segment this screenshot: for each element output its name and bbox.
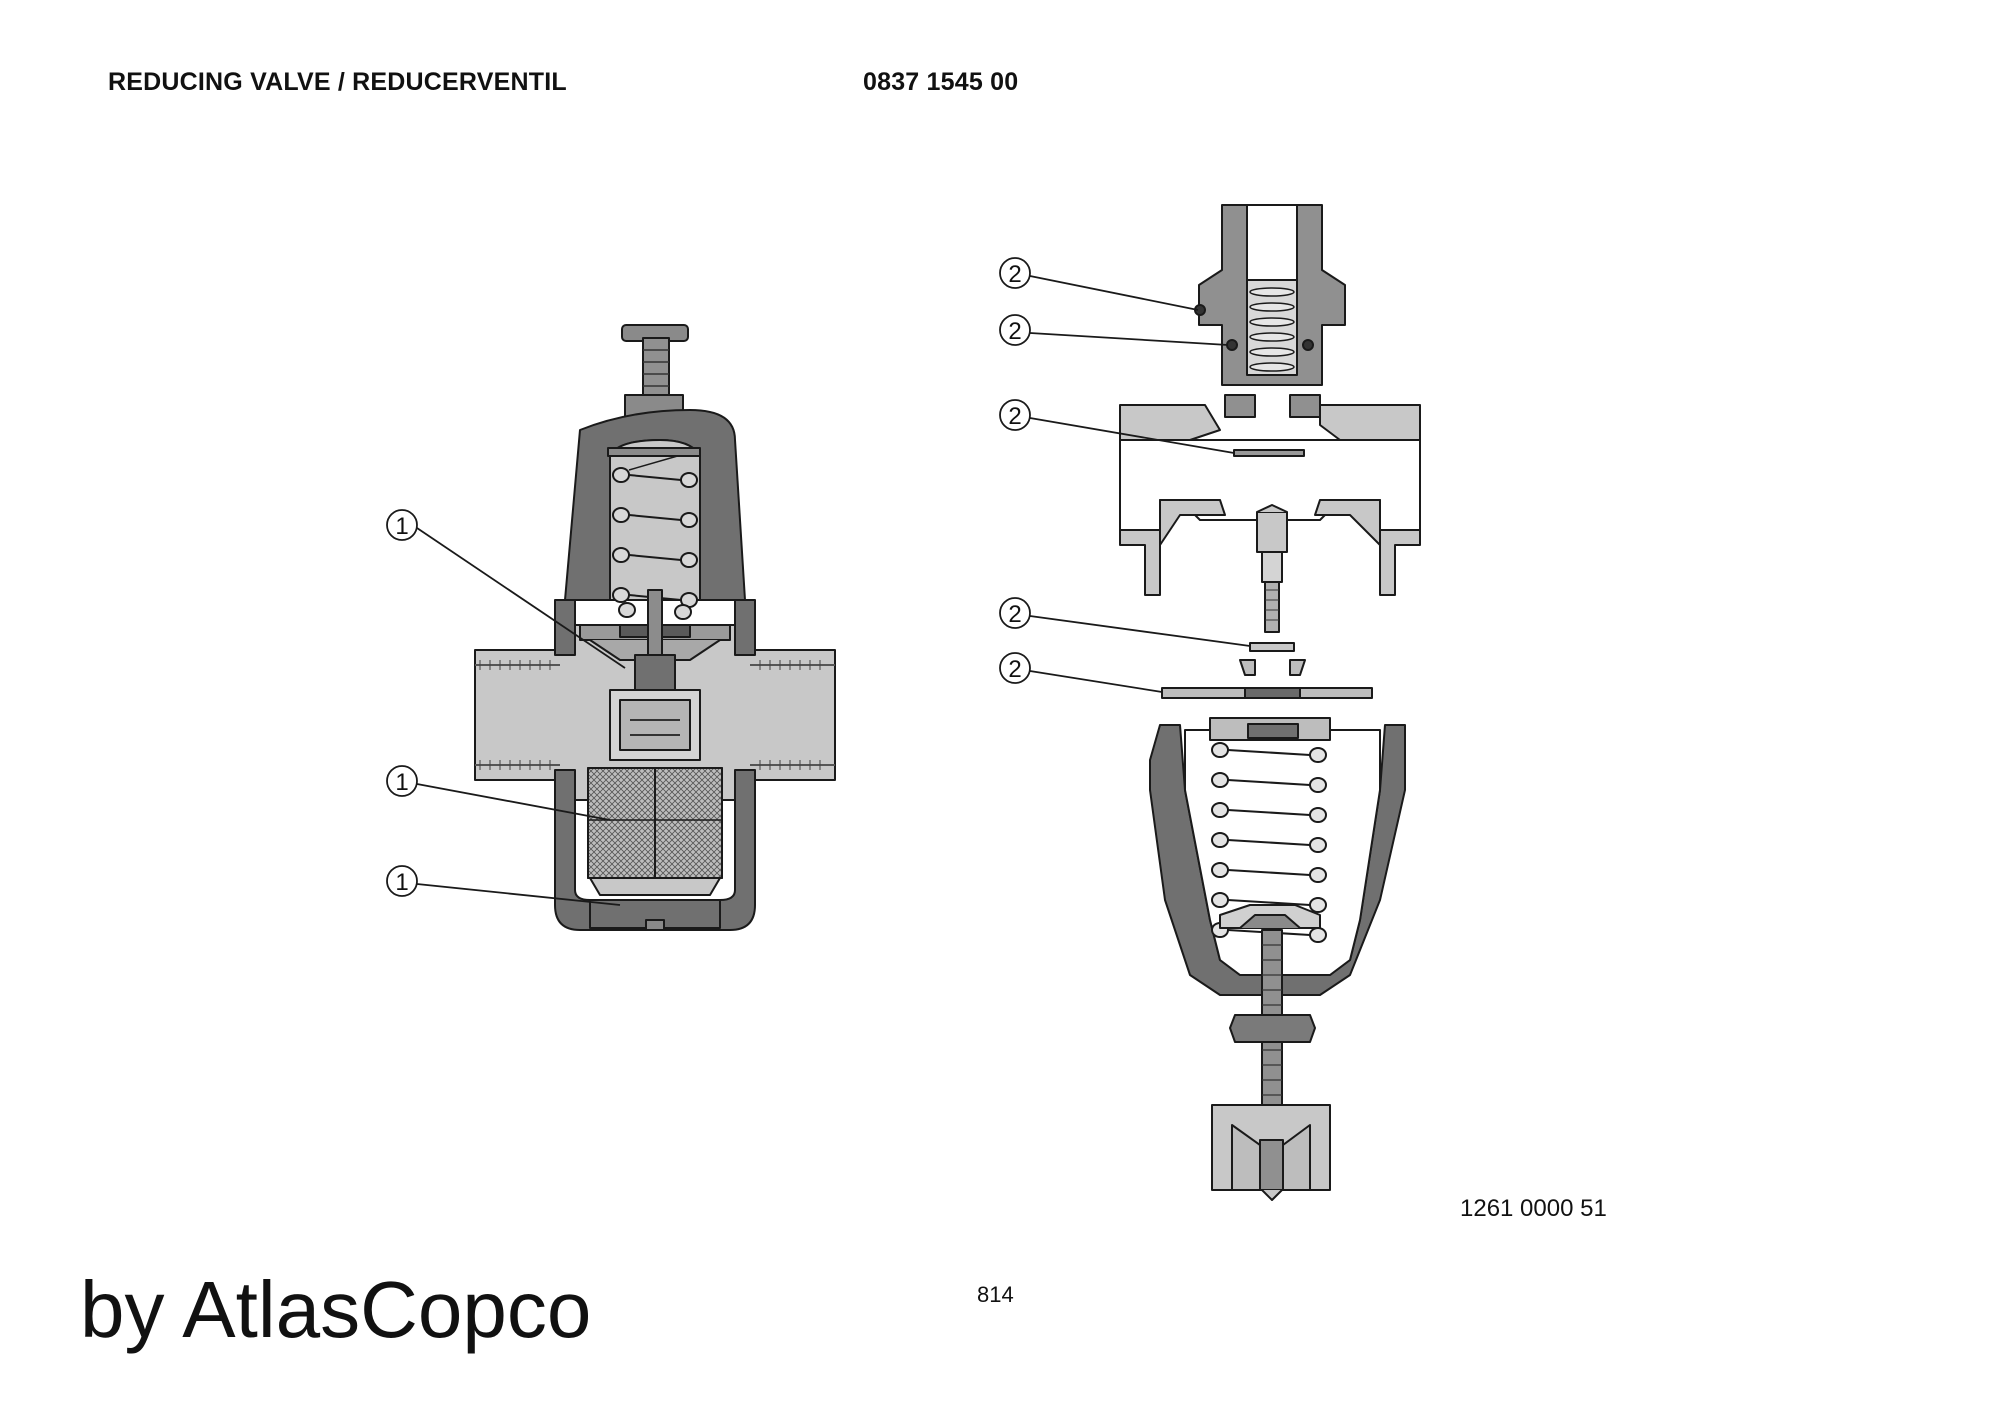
callout-1c: 1	[395, 869, 408, 896]
callouts-right	[999, 257, 1251, 693]
callouts-left	[386, 509, 626, 906]
callout-2a: 2	[1008, 261, 1021, 288]
callout-2c: 2	[1008, 403, 1021, 430]
callout-2e: 2	[1008, 656, 1021, 683]
drawing-number: 1261 0000 51	[1460, 1195, 1607, 1222]
part-number: 0837 1545 00	[863, 68, 1019, 96]
exploded-view	[1119, 204, 1421, 1201]
document-title: REDUCING VALVE / REDUCERVENTIL	[108, 68, 567, 96]
brand-signature: by AtlasCopco	[80, 1265, 592, 1354]
callout-2d: 2	[1008, 601, 1021, 628]
sectional-view	[474, 324, 836, 931]
callout-1a: 1	[395, 513, 408, 540]
page-number: 814	[977, 1282, 1014, 1307]
callout-1b: 1	[395, 769, 408, 796]
callout-2b: 2	[1008, 318, 1021, 345]
